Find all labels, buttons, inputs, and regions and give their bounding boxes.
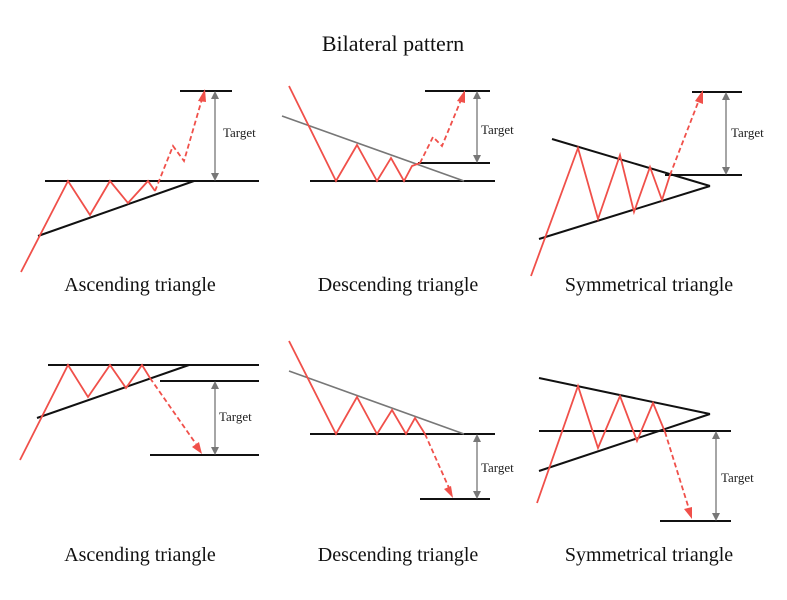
breakdown-arrowhead <box>444 486 453 498</box>
price-path <box>288 340 426 436</box>
pattern-caption: Descending triangle <box>318 274 479 296</box>
target-arrowhead-top <box>722 92 730 100</box>
target-arrowhead-bottom <box>712 513 720 521</box>
breakout-path <box>154 98 203 192</box>
breakdown-path <box>664 431 690 510</box>
resistance-trendline <box>281 115 465 182</box>
target-label: Target <box>223 125 256 140</box>
pattern-caption: Symmetrical triangle <box>565 274 733 296</box>
panel-ascending-triangle-down: Target Ascending triangle <box>19 363 259 566</box>
support-trendline <box>37 180 195 237</box>
lower-trendline <box>538 185 711 240</box>
target-label: Target <box>481 122 514 137</box>
upper-trendline <box>538 377 711 415</box>
target-arrowhead-top <box>211 91 219 99</box>
target-arrowhead-bottom <box>211 173 219 181</box>
pattern-caption: Ascending triangle <box>64 544 216 566</box>
breakdown-arrowhead <box>192 442 202 454</box>
breakout-arrowhead <box>198 89 206 102</box>
target-arrowhead-bottom <box>473 491 481 499</box>
breakout-path <box>669 99 700 176</box>
target-arrowhead-bottom <box>211 447 219 455</box>
price-path <box>19 363 151 461</box>
pattern-caption: Symmetrical triangle <box>565 544 733 566</box>
target-label: Target <box>721 470 754 485</box>
target-arrowhead-top <box>712 431 720 439</box>
target-label: Target <box>731 125 764 140</box>
target-arrowhead-top <box>473 91 481 99</box>
panel-symmetrical-triangle-up: Target Symmetrical triangle <box>530 90 764 296</box>
target-arrowhead-top <box>473 434 481 442</box>
resistance-trendline <box>288 370 465 435</box>
breakdown-path <box>149 377 197 445</box>
panel-descending-triangle-up: Target Descending triangle <box>281 85 514 296</box>
price-path <box>20 179 156 273</box>
breakdown-arrowhead <box>684 507 692 519</box>
breakout-arrowhead <box>695 90 703 104</box>
target-arrowhead-bottom <box>473 155 481 163</box>
target-arrowhead-top <box>211 381 219 389</box>
lower-trendline <box>538 413 711 472</box>
diagram-title: Bilateral pattern <box>322 31 464 56</box>
upper-trendline <box>551 138 711 187</box>
price-path <box>530 145 671 277</box>
pattern-caption: Descending triangle <box>318 544 479 566</box>
breakdown-path <box>424 433 450 489</box>
price-path <box>288 85 421 183</box>
breakout-arrowhead <box>457 90 465 103</box>
pattern-caption: Ascending triangle <box>64 274 216 296</box>
target-label: Target <box>219 409 252 424</box>
breakout-path <box>419 99 462 164</box>
panel-symmetrical-triangle-down: Target Symmetrical triangle <box>536 377 754 566</box>
target-arrowhead-bottom <box>722 167 730 175</box>
price-path <box>536 383 666 504</box>
support-trendline <box>36 364 190 419</box>
target-label: Target <box>481 460 514 475</box>
panel-ascending-triangle-up: Target Ascending triangle <box>20 89 259 296</box>
panel-descending-triangle-down: Target Descending triangle <box>288 340 514 566</box>
